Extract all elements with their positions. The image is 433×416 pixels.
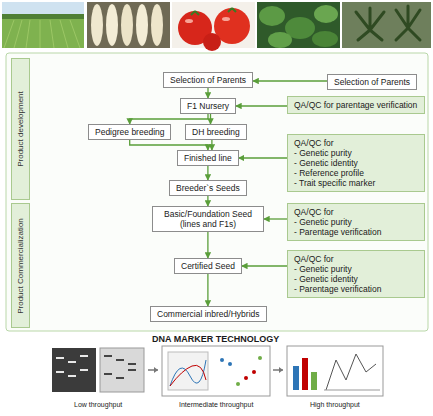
process-box: DH breeding (185, 124, 247, 140)
box-text: Pedigree breeding (95, 127, 164, 137)
band-label: Product Commercialization (16, 218, 26, 314)
box-text: F1 Nursery (187, 101, 229, 111)
corn-photo (87, 2, 170, 48)
box-text: Certified Seed (181, 261, 235, 271)
box-text: QA/QC for (294, 138, 418, 148)
flow-connector (211, 140, 212, 150)
box-text: Selection of Parents (170, 75, 246, 85)
flow-connector (130, 114, 208, 124)
rice-photo (2, 2, 84, 48)
qaqc-box: QA/QC for parentage verification (287, 96, 425, 114)
process-box: Selection of Parents (327, 74, 417, 90)
flow-connector (236, 105, 287, 106)
box-text: DH breeding (192, 127, 240, 137)
flow-connector (207, 88, 208, 98)
cannabis-photo (342, 2, 431, 48)
high-throughput-plot (287, 346, 383, 396)
process-box: Breeder`s Seeds (169, 180, 247, 196)
flow-connector (207, 274, 208, 306)
section-heading: DNA MARKER TECHNOLOGY (152, 334, 279, 344)
box-text: QA/QC for parentage verification (294, 100, 418, 110)
process-box: Selection of Parents (163, 72, 253, 88)
flow-connector (242, 265, 287, 266)
flow-connector (207, 166, 208, 180)
box-text: - Genetic identity (294, 274, 418, 284)
box-text: - Parentage verification (294, 227, 418, 237)
flow-connector (207, 232, 208, 258)
process-box: Pedigree breeding (88, 124, 171, 140)
box-text: QA/QC for (294, 254, 418, 264)
box-text: - Genetic purity (294, 148, 418, 158)
box-text: Selection of Parents (334, 77, 410, 87)
process-box: F1 Nursery (180, 98, 236, 114)
qaqc-box: QA/QC for- Genetic purity- Genetic ident… (287, 250, 425, 298)
caption-label: Intermediate throughput (179, 401, 253, 408)
box-text: - Parentage verification (294, 284, 418, 294)
genotyping-chart (162, 346, 270, 396)
caption-label: Low throughput (74, 401, 122, 408)
tomato-photo (172, 2, 255, 51)
gel-image (52, 348, 144, 392)
box-text: - Genetic identity (294, 158, 418, 168)
box-text: Basic/Foundation Seed (lines and F1s) (159, 209, 257, 229)
process-box: Certified Seed (174, 258, 242, 274)
flow-connector (253, 80, 327, 81)
box-text: - Trait specific marker (294, 178, 418, 188)
flow-connector (239, 157, 287, 158)
flow-connector (130, 140, 208, 150)
phase-band: Product development (11, 58, 30, 200)
box-text: - Genetic purity (294, 264, 418, 274)
flow-connector (210, 114, 211, 124)
phase-band: Product Commercialization (11, 203, 30, 328)
flow-arrowhead (279, 367, 283, 373)
box-text: - Genetic purity (294, 217, 418, 227)
process-box: Commercial inbred/Hybrids (150, 306, 267, 322)
process-box: Basic/Foundation Seed (lines and F1s) (152, 206, 264, 232)
process-box: Finished line (177, 150, 239, 166)
box-text: Breeder`s Seeds (176, 183, 240, 193)
flow-connector (264, 218, 287, 219)
flow-arrowhead (154, 367, 158, 373)
flow-connector (207, 196, 208, 206)
box-text: QA/QC for (294, 207, 418, 217)
box-text: - Reference profile (294, 168, 418, 178)
band-label: Product development (16, 91, 26, 167)
box-text: Finished line (184, 153, 232, 163)
caption-label: High throughput (310, 401, 360, 408)
leafy-crop-photo (257, 2, 340, 48)
qaqc-box: QA/QC for- Genetic purity- Parentage ver… (287, 203, 425, 241)
qaqc-box: QA/QC for- Genetic purity- Genetic ident… (287, 134, 425, 192)
box-text: Commercial inbred/Hybrids (157, 309, 260, 319)
